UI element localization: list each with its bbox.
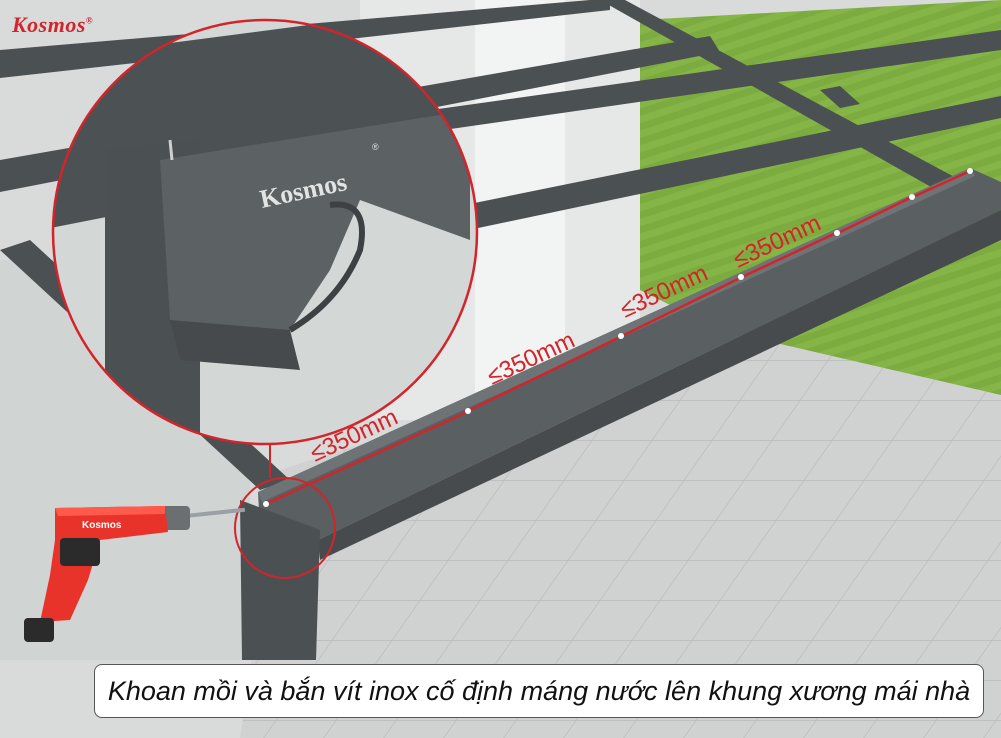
measurement-ticks <box>263 168 973 507</box>
brand-registered-mark: ® <box>85 15 94 26</box>
drill-illustration <box>24 506 246 642</box>
zoom-detail <box>51 18 479 446</box>
brand-logo: Kosmos® <box>12 12 93 38</box>
caption-box: Khoan mồi và bắn vít inox cố định máng n… <box>94 664 984 718</box>
drill-brand: Kosmos <box>82 520 122 531</box>
screw-highlight-circle <box>234 477 336 579</box>
caption-text: Khoan mồi và bắn vít inox cố định máng n… <box>107 675 971 706</box>
brand-logo-text: Kosmos <box>12 12 86 37</box>
zoom-registered-mark: ® <box>372 142 379 152</box>
measurement-arrows <box>267 170 969 505</box>
front-post <box>240 500 320 660</box>
